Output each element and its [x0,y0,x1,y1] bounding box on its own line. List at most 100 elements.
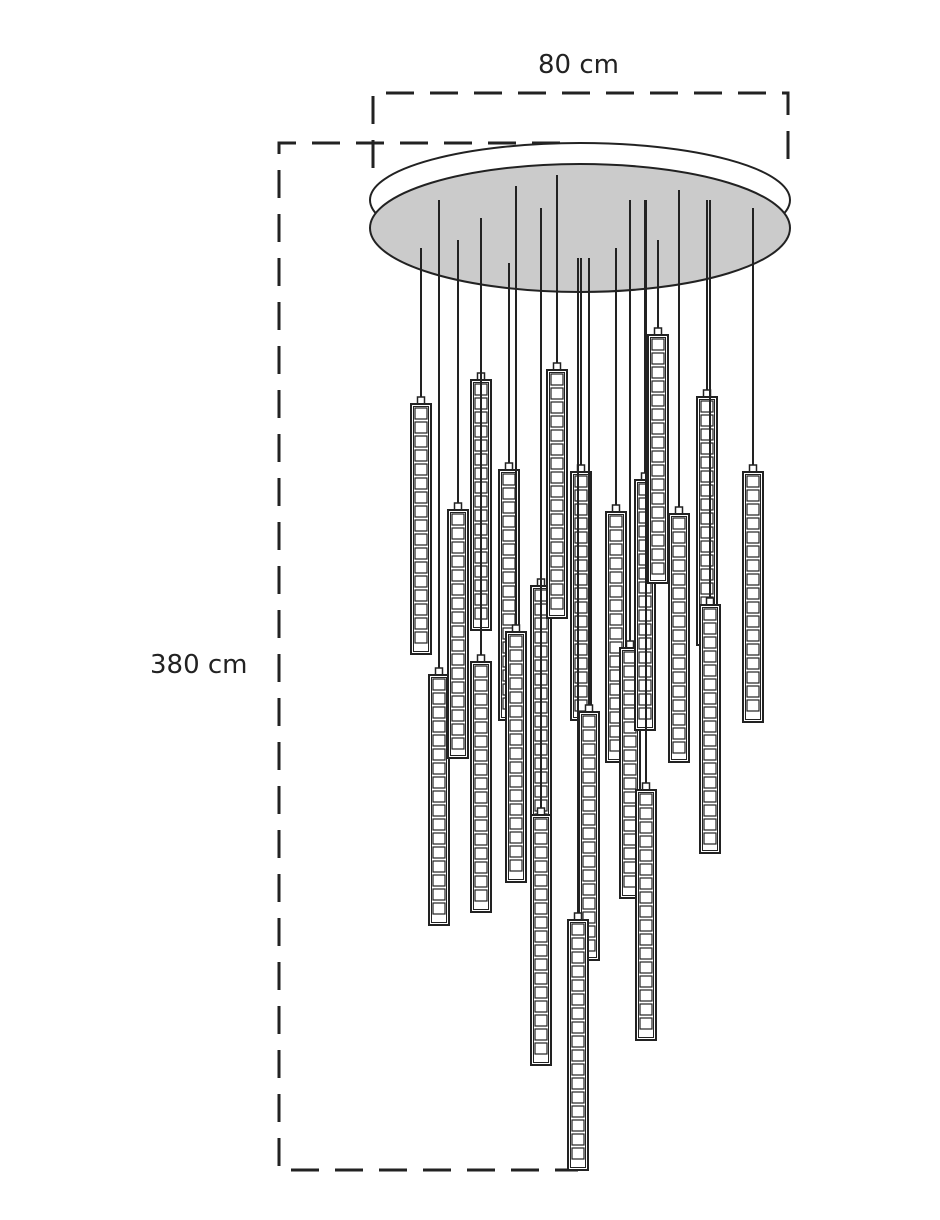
crystal-cube [574,489,588,502]
crystal-cube [746,531,760,544]
crystal-cube [639,947,653,960]
crystal-cube [451,653,465,666]
crystal-cube [571,1091,585,1104]
crystal-cube [639,849,653,862]
crystal-cube [700,554,714,567]
pendant-inner-frame [450,512,466,756]
crystal-cube [582,785,596,798]
crystal-cube [746,657,760,670]
pendant-light [567,258,589,1171]
crystal-cube [414,561,428,574]
crystal-cube [474,875,488,888]
crystal-cube [414,603,428,616]
crystal-cube [746,573,760,586]
crystal-cube [623,777,637,790]
pendant-light [696,200,718,646]
crystal-cube [571,965,585,978]
crystal-cube [574,587,588,600]
crystal-cube [703,664,717,677]
crystal-cube [639,877,653,890]
crystal-cube [550,527,564,540]
crystal-cube [672,615,686,628]
crystal-cube [432,804,446,817]
crystal-cube [550,513,564,526]
crystal-cube [550,555,564,568]
crystal-cube [451,625,465,638]
crystal-cube [509,803,523,816]
crystal-cube [432,832,446,845]
crystal-cube [651,506,665,519]
crystal-cube [432,706,446,719]
crystal-cube [651,380,665,393]
crystal-cube [582,813,596,826]
crystal-cube [509,677,523,690]
crystal-cube [703,748,717,761]
crystal-cube [700,470,714,483]
crystal-cube [432,846,446,859]
crystal-cube [582,743,596,756]
crystal-cube [509,691,523,704]
crystal-cube [574,545,588,558]
pendant-light [447,240,469,759]
crystal-cube [451,723,465,736]
pendant-light [530,208,552,1066]
crystal-cube [609,613,623,626]
pendant-inner-frame [622,650,638,896]
crystal-cube [451,597,465,610]
crystal-cube [700,568,714,581]
crystal-cube [582,883,596,896]
crystal-cube [700,540,714,553]
pendant-cap [611,504,621,513]
dimension-lines [277,91,790,1172]
crystal-cube [574,671,588,684]
crystal-cube [574,657,588,670]
crystal-cube [639,905,653,918]
crystal-cube [623,749,637,762]
crystal-cube [534,972,548,985]
crystal-cube [639,807,653,820]
pendant-cap [511,624,521,633]
crystal-cube [502,557,516,570]
crystal-cube [651,394,665,407]
crystal-cube [534,986,548,999]
crystal-cube [474,735,488,748]
crystal-cube [571,1105,585,1118]
crystal-cube [746,545,760,558]
crystal-cube [534,944,548,957]
crystal-cube [451,737,465,750]
crystal-cube [534,846,548,859]
crystal-cube [623,791,637,804]
crystal-cube [451,541,465,554]
crystal-cube [651,352,665,365]
crystal-cube [651,534,665,547]
crystal-cube [502,487,516,500]
crystal-cube [639,835,653,848]
crystal-cube [582,897,596,910]
crystal-cube [509,761,523,774]
crystal-cube [582,841,596,854]
crystal-cube [571,1077,585,1090]
crystal-cube [700,456,714,469]
crystal-cube [574,559,588,572]
crystal-cube [623,847,637,860]
crystal-cube [451,583,465,596]
crystal-cube [623,805,637,818]
crystal-cube [672,545,686,558]
crystal-cube [550,415,564,428]
crystal-cube [571,1007,585,1020]
crystal-cube [571,993,585,1006]
crystal-cube [609,515,623,528]
crystal-cube [746,615,760,628]
pendant-light [699,200,721,854]
crystal-cube [534,916,548,929]
crystal-cube [639,863,653,876]
crystal-cube [502,543,516,556]
crystal-cube [703,650,717,663]
crystal-cube [703,776,717,789]
crystal-cube [651,408,665,421]
crystal-cube [746,629,760,642]
crystal-cube [582,799,596,812]
crystal-cube [746,503,760,516]
crystal-cube [550,485,564,498]
crystal-cube [574,475,588,488]
